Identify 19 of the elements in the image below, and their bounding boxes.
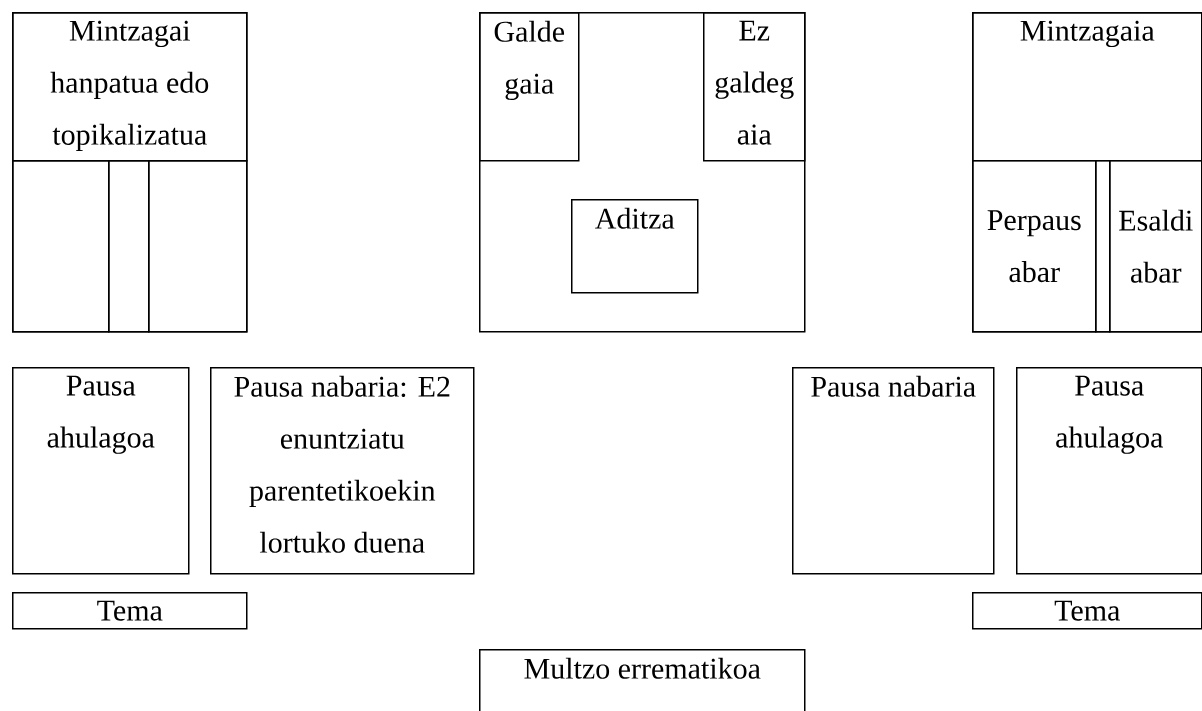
text-box: Pausa ahulagoa — [1016, 367, 1202, 575]
empty-box — [148, 160, 248, 333]
empty-box — [12, 160, 110, 333]
text-box: Aditza — [571, 199, 699, 294]
empty-box — [479, 12, 806, 333]
text-box: Tema — [12, 592, 248, 630]
empty-box — [1095, 160, 1111, 333]
text-box: Pausa nabaria — [792, 367, 995, 575]
text-box: Esaldi abar — [1109, 160, 1202, 333]
text-box: Multzo errematikoa — [479, 649, 806, 711]
text-box: Pausa ahulagoa — [12, 367, 190, 575]
text-box: Tema — [972, 592, 1202, 630]
text-box: Perpaus abar — [972, 160, 1097, 333]
text-box: Mintzagaia — [972, 12, 1202, 162]
text-box: Ez galdeg aia — [703, 12, 806, 162]
text-box: Mintzagai hanpatua edo topikalizatua — [12, 12, 248, 162]
text-box: Galde gaia — [479, 12, 580, 162]
text-box: Pausa nabaria: E2 enuntziatu parentetikoekin lortuko duena — [210, 367, 475, 575]
empty-box — [108, 160, 150, 333]
